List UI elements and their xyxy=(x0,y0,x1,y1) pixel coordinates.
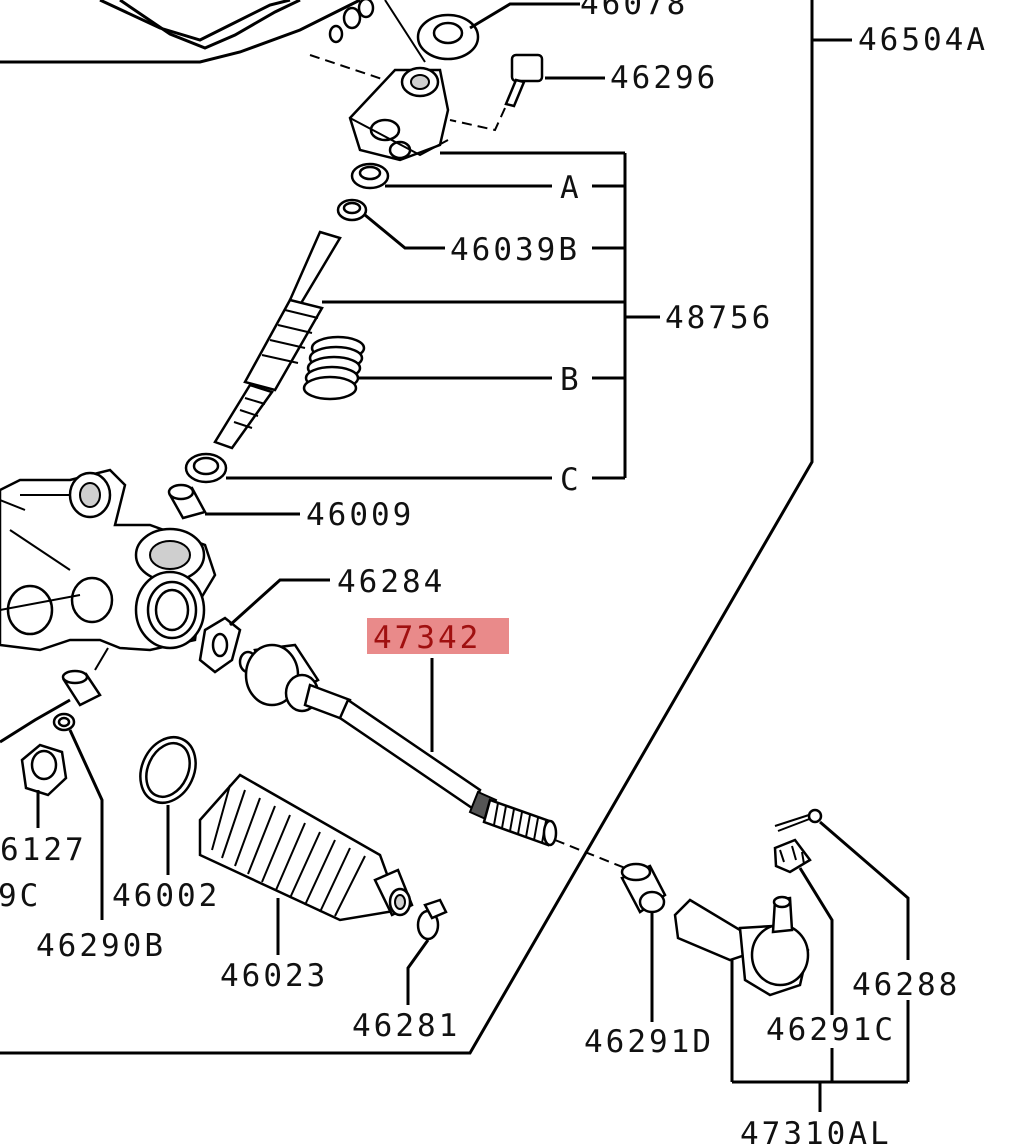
band-46281 xyxy=(416,898,448,941)
callout-48756: 48756 xyxy=(665,300,773,336)
callout-A: A xyxy=(560,170,582,206)
bracket-48756 xyxy=(322,151,660,480)
assembly-boundary xyxy=(0,0,814,1055)
boot-46023 xyxy=(198,773,414,922)
callout-C: C xyxy=(560,462,582,498)
part-highlight-box xyxy=(367,618,509,654)
cap-6127 xyxy=(20,743,68,797)
seal-A xyxy=(350,162,390,190)
leader-46288 xyxy=(819,820,910,960)
callout-46023: 46023 xyxy=(220,958,328,994)
seal-C xyxy=(184,452,228,484)
callout-47342: 47342 xyxy=(373,620,481,656)
inner-tie-rod-47342 xyxy=(238,643,558,847)
collar-46291D xyxy=(620,862,667,914)
callout-9C: 9C xyxy=(0,878,41,914)
callout-B: B xyxy=(560,362,582,398)
gasket-46284 xyxy=(198,616,242,674)
gear-housing xyxy=(0,468,217,671)
callout-6127: 6127 xyxy=(0,832,87,868)
hydraulic-pipes xyxy=(0,0,426,86)
valve-housing xyxy=(348,66,450,162)
leader-46290B xyxy=(68,729,104,920)
bolt-46296 xyxy=(504,53,544,108)
callout-46288: 46288 xyxy=(852,967,960,1003)
spring-B xyxy=(302,335,366,401)
callout-46009: 46009 xyxy=(306,497,414,533)
leader-46291C xyxy=(798,867,834,1015)
bushing-46009 xyxy=(167,483,207,520)
leader-46281 xyxy=(406,939,430,1005)
tie-rod-end-47310AL xyxy=(673,895,810,997)
leader-46078 xyxy=(469,2,580,30)
callout-46290B: 46290B xyxy=(36,928,166,964)
pipe-fittings xyxy=(328,0,375,44)
leader-46039B xyxy=(364,213,445,250)
seal-46290B xyxy=(52,712,76,732)
callout-46039B: 46039B xyxy=(450,232,580,268)
callout-46296: 46296 xyxy=(610,60,718,96)
cotter-pin-46288 xyxy=(774,808,823,832)
bracket-47310AL xyxy=(730,960,910,1112)
callout-46078: 46078 xyxy=(580,0,688,22)
callout-46002: 46002 xyxy=(112,878,220,914)
leader-46284 xyxy=(228,578,330,627)
castle-nut-46291C xyxy=(773,838,812,874)
mount-bushing-46078 xyxy=(416,13,480,61)
callout-46281: 46281 xyxy=(352,1008,460,1044)
pinion-shaft xyxy=(213,230,342,450)
callout-46284: 46284 xyxy=(337,564,445,600)
callout-46504A: 46504A xyxy=(858,22,988,58)
callout-47310AL: 47310AL xyxy=(740,1116,892,1144)
callout-46291C: 46291C xyxy=(766,1012,896,1048)
bushing-small xyxy=(61,669,102,707)
ring-46039B xyxy=(336,198,368,222)
dash-tierod-to-nut xyxy=(554,839,626,869)
callout-46291D: 46291D xyxy=(584,1024,714,1060)
clamp-46002 xyxy=(139,736,197,804)
